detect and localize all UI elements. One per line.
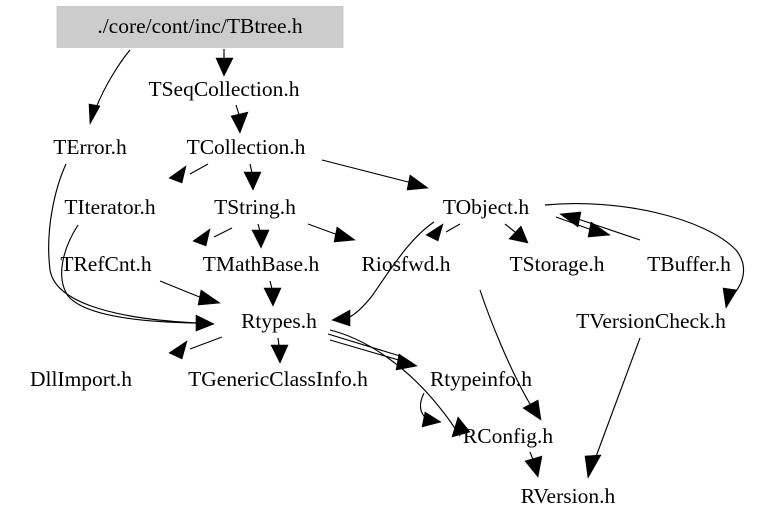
edge-rtypes-tgenericclassinfo [270, 337, 289, 364]
node-tseqcollection[interactable]: TSeqCollection.h [148, 77, 299, 101]
node-label: TString.h [214, 195, 296, 219]
node-rconfig[interactable]: RConfig.h [463, 424, 553, 448]
node-tobject[interactable]: TObject.h [443, 195, 529, 219]
edge-rtypes-rconfig [329, 329, 471, 438]
node-label: TError.h [53, 135, 127, 159]
edge-rconfig-rversion [524, 451, 543, 478]
node-label: TCollection.h [187, 135, 306, 159]
node-tmathbase[interactable]: TMathBase.h [203, 252, 320, 276]
nodes-layer: ./core/cont/inc/TBtree.hTSeqCollection.h… [30, 6, 731, 508]
node-label: Riosfwd.h [362, 252, 451, 276]
edge-rtypeinfo-rconfig [419, 392, 442, 428]
node-dllimport[interactable]: DllImport.h [30, 367, 132, 391]
edge-terror-rtypes-secondary [61, 224, 197, 324]
node-terror[interactable]: TError.h [53, 135, 127, 159]
node-label: ./core/cont/inc/TBtree.h [97, 14, 303, 38]
edge-tstring-tmathbase [251, 223, 270, 249]
node-label: TMathBase.h [203, 252, 320, 276]
edge-tmathbase-rtypes [263, 280, 282, 307]
edge-tstring-titerator-stub [192, 227, 233, 247]
node-rtypes[interactable]: Rtypes.h [241, 309, 317, 333]
node-label: TStorage.h [510, 252, 605, 276]
edge-tobject-tstorage [504, 223, 529, 244]
node-label: TBuffer.h [647, 252, 731, 276]
edge-trefcnt-rtypes [159, 280, 221, 306]
node-tversioncheck[interactable]: TVersionCheck.h [576, 309, 726, 333]
node-label: TIterator.h [64, 195, 156, 219]
node-label: RConfig.h [463, 424, 553, 448]
node-tstorage[interactable]: TStorage.h [510, 252, 605, 276]
edge-tstring-riosfwd [307, 223, 356, 243]
node-root-background [56, 6, 344, 48]
node-label: TGenericClassInfo.h [188, 367, 368, 391]
node-label: TVersionCheck.h [576, 309, 726, 333]
node-label: RVersion.h [521, 484, 616, 508]
edge-tversioncheck-rversion [584, 337, 641, 479]
node-label: TRefCnt.h [60, 252, 152, 276]
node-riosfwd[interactable]: Riosfwd.h [362, 252, 451, 276]
edge-terror-rtypes [48, 163, 215, 332]
edge-tobject-rtypes [331, 221, 435, 327]
node-label: Rtypes.h [241, 309, 317, 333]
node-tbuffer[interactable]: TBuffer.h [647, 252, 731, 276]
edge-tbuffer-tobject [559, 211, 641, 241]
edge-tbtree-terror [88, 49, 131, 126]
node-tbtree[interactable]: ./core/cont/inc/TBtree.h [56, 6, 344, 48]
edge-tobject-riosfwd [425, 223, 461, 242]
node-label: TSeqCollection.h [148, 77, 299, 101]
node-trefcnt[interactable]: TRefCnt.h [60, 252, 152, 276]
edge-tcollection-tobject [321, 159, 429, 191]
edge-tcollection-tstring [243, 163, 262, 191]
edge-tseqcollection-tcollection [230, 104, 249, 134]
edge-rtypes-dllimport [168, 336, 223, 360]
edge-tbtree-tseqcollection [215, 49, 234, 77]
node-tstring[interactable]: TString.h [214, 195, 296, 219]
node-label: TObject.h [443, 195, 529, 219]
node-label: DllImport.h [30, 367, 132, 391]
node-tgenericclassinfo[interactable]: TGenericClassInfo.h [188, 367, 368, 391]
edge-rtypes-rtypeinfo [327, 333, 418, 371]
edge-tstorage-rconfig [479, 289, 542, 421]
node-label: Rtypeinfo.h [430, 367, 532, 391]
node-rversion[interactable]: RVersion.h [521, 484, 616, 508]
edge-tcollection-titerator [168, 163, 209, 184]
edge-tobject-tversioncheck [544, 203, 745, 309]
node-titerator[interactable]: TIterator.h [64, 195, 156, 219]
edges-layer [48, 49, 745, 479]
node-tcollection[interactable]: TCollection.h [187, 135, 306, 159]
node-rtypeinfo[interactable]: Rtypeinfo.h [430, 367, 532, 391]
